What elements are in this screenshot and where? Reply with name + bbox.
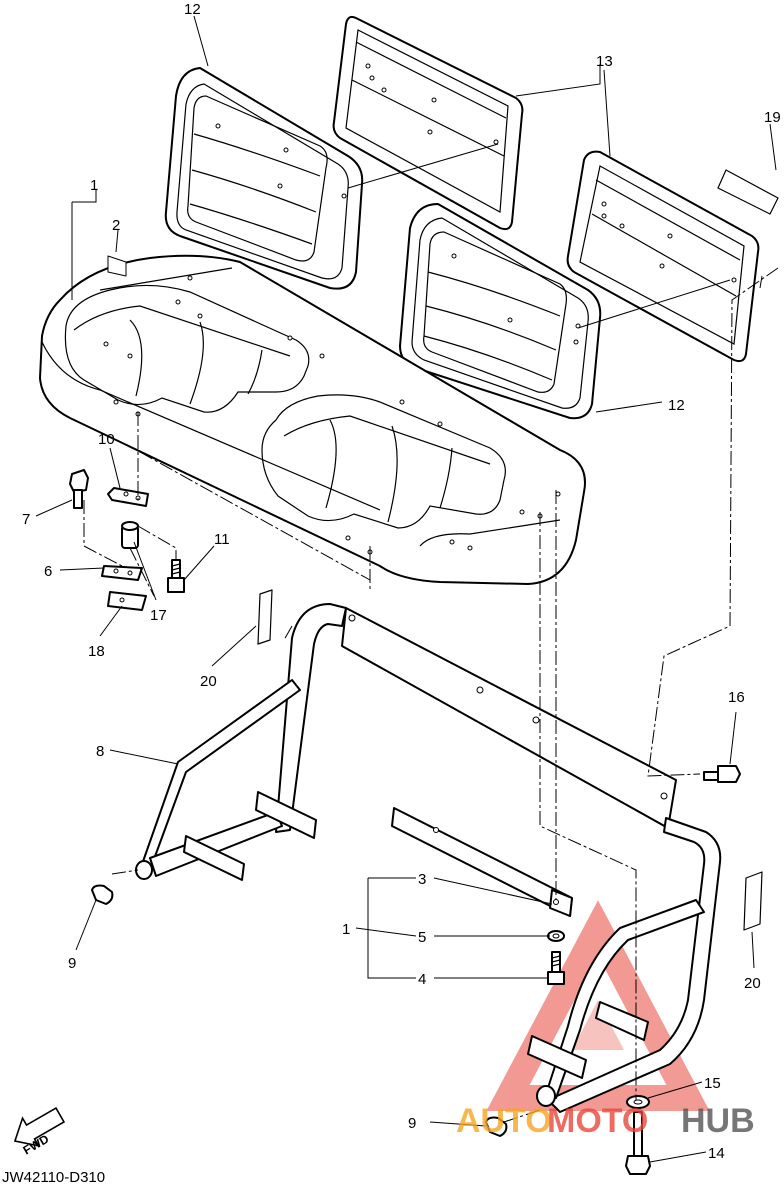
decal-20-left: [257, 589, 273, 645]
bolt-7: [69, 469, 89, 509]
back-panel-right: [566, 150, 760, 363]
svg-text:MOTO: MOTO: [547, 1102, 648, 1140]
watermark-triangle: [486, 900, 710, 1111]
callout-20-left: 20: [200, 673, 217, 690]
callout-2: 2: [112, 217, 120, 234]
callout-1-top: 1: [90, 177, 98, 194]
label-decal-19: [717, 169, 779, 215]
seat-lock-10: [107, 487, 149, 507]
callouts: 12 13 19 1 2 12 10 7 11 6 17 18 20 16 8 …: [22, 1, 781, 1162]
callout-15: 15: [704, 1075, 721, 1092]
callout-3: 3: [418, 871, 426, 888]
callout-8: 8: [96, 743, 104, 760]
watermark-text: AUTO MOTO HUB: [456, 1102, 755, 1140]
svg-text:HUB: HUB: [681, 1102, 755, 1140]
leader-lines: [35, 15, 777, 1163]
callout-14: 14: [708, 1145, 725, 1162]
svg-text:AUTO: AUTO: [456, 1102, 552, 1140]
callout-4: 4: [418, 971, 426, 988]
mounting-bracket: [391, 807, 573, 917]
drawing-code: JW42110-D310: [2, 1169, 105, 1184]
callout-10: 10: [98, 431, 115, 448]
callout-17: 17: [150, 607, 167, 624]
cap-9-right: [485, 1116, 508, 1137]
callout-6: 6: [44, 563, 52, 580]
washer-5: [547, 930, 565, 942]
callout-12-right: 12: [668, 397, 685, 414]
bolt-16: [703, 765, 741, 783]
screw-11: [167, 559, 185, 593]
seat-back-right: [399, 203, 602, 420]
callout-19: 19: [764, 109, 781, 126]
fwd-arrow-icon: [13, 1106, 66, 1147]
plate-18: [107, 591, 147, 611]
callout-13: 13: [596, 53, 613, 70]
callout-7: 7: [22, 511, 30, 528]
callout-11: 11: [214, 531, 230, 548]
bolt-14: [625, 1111, 651, 1175]
decal-20-right: [743, 871, 763, 931]
callout-12-top: 12: [184, 1, 201, 18]
assembly-lines: [83, 267, 779, 1123]
callout-9-right: 9: [408, 1115, 416, 1132]
callout-1-bottom: 1: [342, 921, 350, 938]
seat-back-left: [164, 67, 364, 290]
callout-5: 5: [418, 929, 426, 946]
callout-20-right: 20: [744, 975, 761, 992]
callout-16: 16: [728, 689, 745, 706]
back-panel-left: [332, 15, 524, 231]
cap-9-left: [91, 884, 114, 905]
seat-frame: [135, 603, 722, 1113]
washer-15: [626, 1095, 650, 1109]
callout-18: 18: [88, 643, 105, 660]
collar-17: [121, 521, 139, 549]
seat-cushion: [39, 254, 586, 585]
callout-9-left: 9: [68, 955, 76, 972]
bolt-4: [547, 951, 565, 985]
plate-6: [101, 565, 143, 581]
